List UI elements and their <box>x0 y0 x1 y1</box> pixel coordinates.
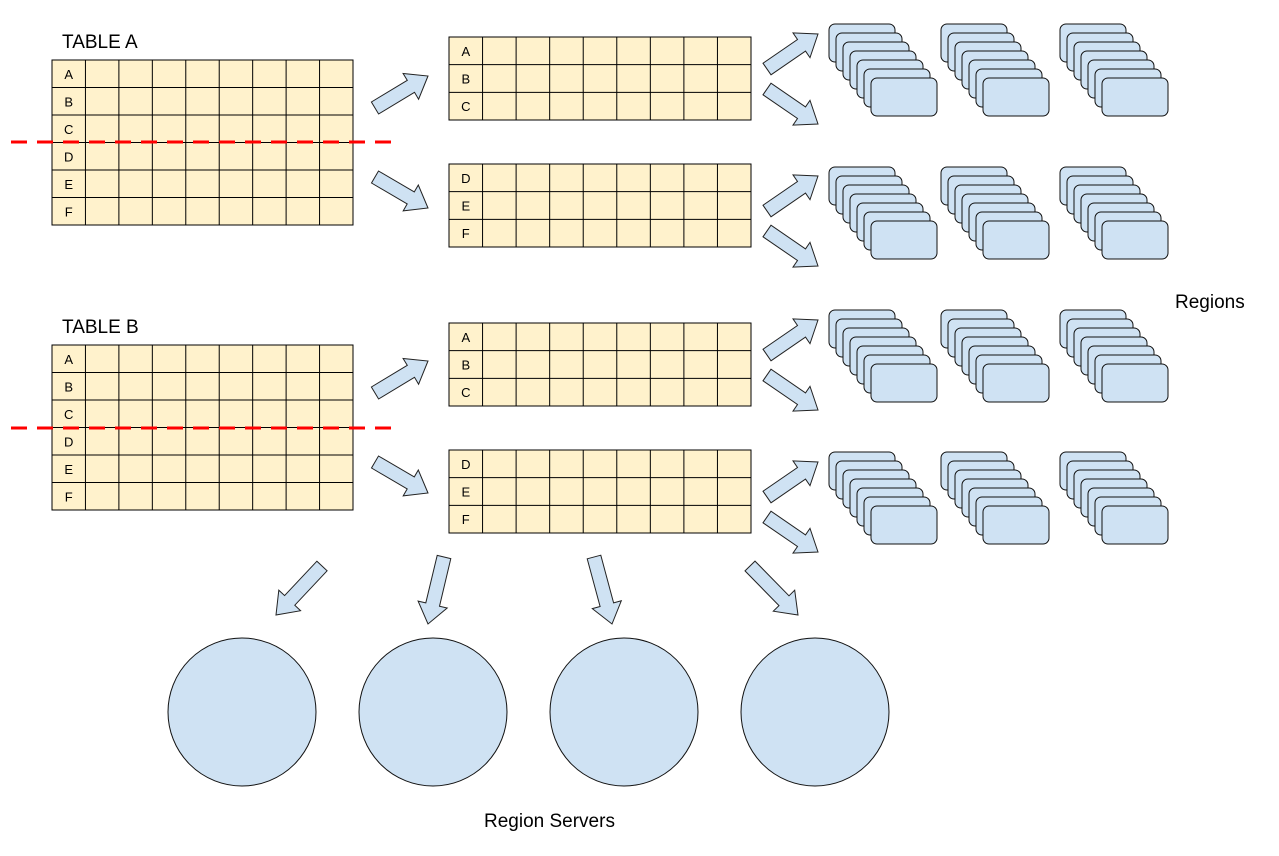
table-b-row-key-d: D <box>64 434 73 449</box>
arrow-to-region-server-4 <box>744 560 799 616</box>
split-table-2-row-key-d: D <box>461 171 470 186</box>
region-server-2 <box>358 637 508 787</box>
region-card <box>1101 505 1169 545</box>
split-table-2-row-key-f: F <box>462 226 470 241</box>
arrow-split-2-to-regions-down <box>762 224 819 268</box>
split-table-1-row-key-a: A <box>461 44 470 59</box>
arrow-split-4-to-regions-down <box>762 510 819 554</box>
region-stack-2-1 <box>828 166 938 260</box>
region-stack-4-1 <box>828 451 938 545</box>
region-stack-3-1 <box>828 309 938 403</box>
table-a-row-key-a: A <box>64 67 73 82</box>
arrow-split-2-to-regions-up <box>762 174 819 218</box>
split-table-4-row-key-d: D <box>461 457 470 472</box>
split-table-1-row-key-b: B <box>461 72 470 87</box>
split-table-4-row-key-f: F <box>462 512 470 527</box>
table-a-row-key-d: D <box>64 149 73 164</box>
arrow-table-b-to-split-3 <box>370 357 429 400</box>
split-table-3: ABC <box>448 322 752 407</box>
table-b-row-key-a: A <box>64 352 73 367</box>
table-a-row-key-f: F <box>65 204 73 219</box>
region-stack-4-2 <box>940 451 1050 545</box>
split-table-4: DEF <box>448 449 752 534</box>
table-a-row-key-c: C <box>64 122 73 137</box>
region-server-1 <box>167 637 317 787</box>
arrow-to-region-server-3 <box>586 554 623 625</box>
table-b-row-key-c: C <box>64 407 73 422</box>
region-stack-1-1 <box>828 23 938 117</box>
regions-label: Regions <box>1175 292 1245 313</box>
table-b-row-key-f: F <box>65 489 73 504</box>
region-servers-label: Region Servers <box>484 811 615 832</box>
region-server-3 <box>549 637 699 787</box>
region-stack-4-3 <box>1059 451 1169 545</box>
arrow-to-region-server-2 <box>417 554 452 625</box>
split-table-2: DEF <box>448 163 752 248</box>
region-stack-2-2 <box>940 166 1050 260</box>
region-stack-1-2 <box>940 23 1050 117</box>
region-card <box>1101 363 1169 403</box>
region-servers-layer <box>167 637 890 787</box>
region-card <box>1101 77 1169 117</box>
table-b-title: TABLE B <box>62 317 139 338</box>
split-table-1-body <box>448 36 752 121</box>
region-card <box>982 505 1050 545</box>
region-card <box>982 363 1050 403</box>
arrow-table-a-to-split-1 <box>370 72 429 115</box>
region-card <box>982 77 1050 117</box>
arrow-table-b-to-split-4 <box>370 455 429 497</box>
split-table-1: ABC <box>448 36 752 121</box>
arrow-split-1-to-regions-down <box>762 82 819 126</box>
split-table-3-row-key-c: C <box>461 385 470 400</box>
arrow-split-3-to-regions-down <box>762 368 819 412</box>
region-server-4 <box>740 637 890 787</box>
region-card <box>982 220 1050 260</box>
region-stack-1-3 <box>1059 23 1169 117</box>
split-table-3-row-key-a: A <box>461 330 470 345</box>
region-stack-2-3 <box>1059 166 1169 260</box>
arrow-table-a-to-split-2 <box>370 170 429 212</box>
region-card <box>870 220 938 260</box>
region-card <box>870 505 938 545</box>
split-table-2-body <box>448 163 752 248</box>
arrow-split-1-to-regions-up <box>762 32 819 76</box>
split-table-2-row-key-e: E <box>461 199 470 214</box>
arrow-split-4-to-regions-up <box>762 460 819 504</box>
region-card <box>870 363 938 403</box>
region-card <box>1101 220 1169 260</box>
split-table-1-row-key-c: C <box>461 99 470 114</box>
regions-layer <box>828 23 1169 545</box>
table-a-row-key-b: B <box>64 94 73 109</box>
split-table-4-row-key-e: E <box>461 485 470 500</box>
table-b-row-key-b: B <box>64 379 73 394</box>
table-a-row-key-e: E <box>64 177 73 192</box>
region-stack-3-2 <box>940 309 1050 403</box>
table-a-title: TABLE A <box>62 32 138 53</box>
arrow-to-region-server-1 <box>275 560 328 616</box>
table-b-row-key-e: E <box>64 462 73 477</box>
split-table-4-body <box>448 449 752 534</box>
arrow-split-3-to-regions-up <box>762 318 819 362</box>
arrows-layer <box>275 32 819 625</box>
split-table-3-body <box>448 322 752 407</box>
split-table-3-row-key-b: B <box>461 358 470 373</box>
region-stack-3-3 <box>1059 309 1169 403</box>
region-card <box>870 77 938 117</box>
